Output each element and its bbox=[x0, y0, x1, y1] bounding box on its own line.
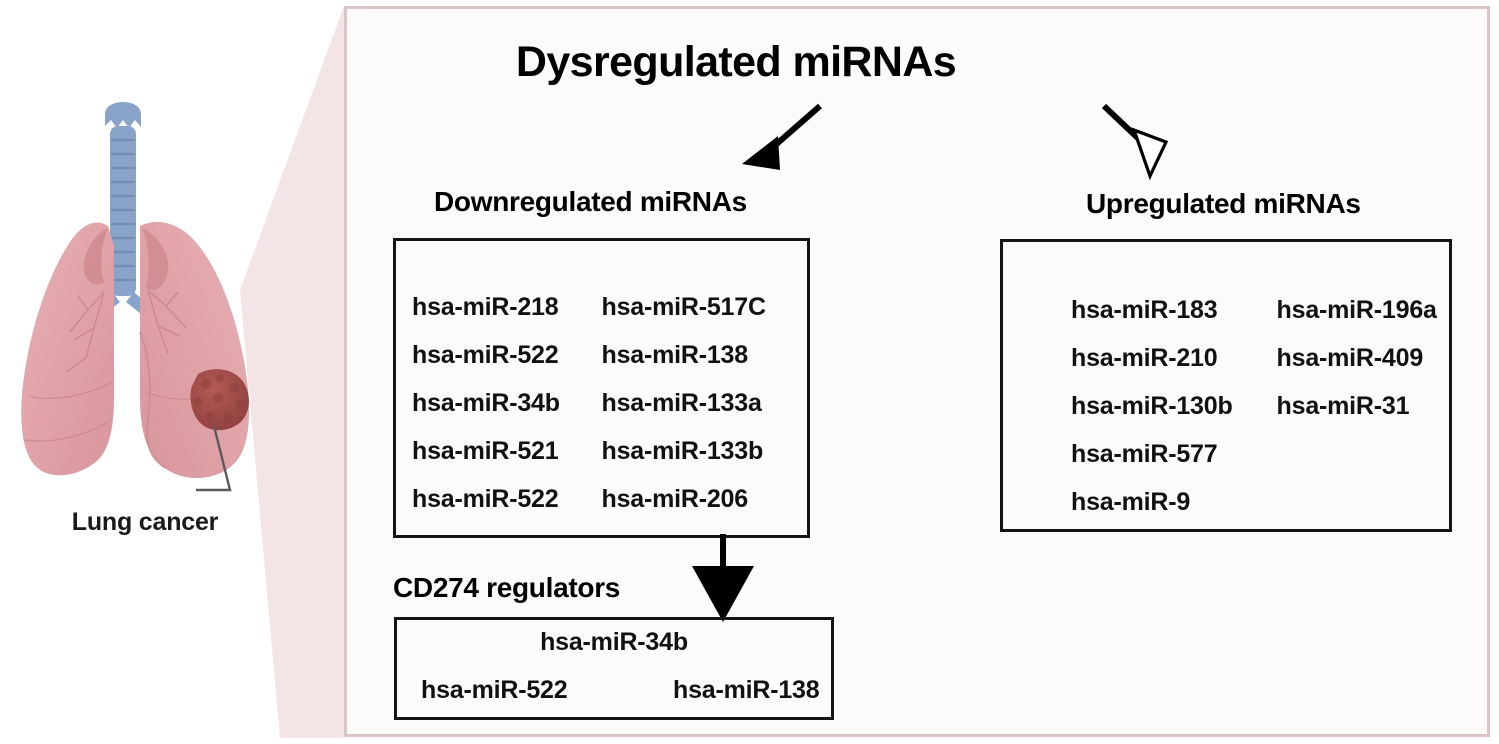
left-lung-shape bbox=[21, 222, 115, 476]
mirna-item bbox=[1233, 430, 1449, 478]
downregulated-heading: Downregulated miRNAs bbox=[434, 186, 747, 217]
panel-title: Dysregulated miRNAs bbox=[515, 38, 957, 86]
mirna-item: hsa-miR-196a bbox=[1276, 296, 1437, 324]
mirna-item: hsa-miR-133b bbox=[601, 437, 764, 465]
mirna-item: hsa-miR-577 bbox=[1071, 440, 1218, 468]
mirna-item: hsa-miR-34b bbox=[540, 628, 688, 656]
lung-anatomy-icon bbox=[21, 102, 250, 492]
arrow-to-downregulated-icon bbox=[742, 103, 822, 170]
tumor-nodule-icon bbox=[190, 369, 249, 431]
lung-illustration bbox=[0, 96, 300, 566]
mirna-item: hsa-miR-206 bbox=[601, 485, 749, 513]
mirna-item: hsa-miR-183 bbox=[1071, 296, 1218, 324]
mirna-item: hsa-miR-522 bbox=[412, 485, 559, 513]
mirna-item: hsa-miR-9 bbox=[1071, 488, 1191, 516]
mirna-item: hsa-miR-218 bbox=[412, 293, 559, 321]
mirna-item: hsa-miR-138 bbox=[601, 341, 749, 369]
mirna-item: hsa-miR-521 bbox=[412, 437, 559, 465]
mirna-item: hsa-miR-31 bbox=[1276, 392, 1410, 420]
mirna-item: hsa-miR-522 bbox=[412, 341, 559, 369]
cd274-regulators-heading: CD274 regulators bbox=[393, 572, 621, 603]
upregulated-mirna-grid: hsa-miR-183 hsa-miR-196a hsa-miR-210 hsa… bbox=[1003, 242, 1449, 529]
mirna-item: hsa-miR-517C bbox=[601, 293, 767, 321]
mirna-item: hsa-miR-210 bbox=[1071, 344, 1218, 372]
upregulated-heading: Upregulated miRNAs bbox=[1086, 188, 1361, 219]
mirna-item: hsa-miR-409 bbox=[1276, 344, 1424, 372]
mirna-item: hsa-miR-130b bbox=[1071, 392, 1233, 420]
upregulated-mirna-box: hsa-miR-183 hsa-miR-196a hsa-miR-210 hsa… bbox=[1000, 239, 1452, 532]
cd274-items: hsa-miR-34b hsa-miR-522 hsa-miR-138 bbox=[397, 620, 831, 717]
cd274-regulators-box: hsa-miR-34b hsa-miR-522 hsa-miR-138 bbox=[394, 617, 834, 720]
trachea-icon bbox=[92, 102, 154, 318]
arrow-to-cd274-icon bbox=[692, 534, 754, 622]
mirna-item: hsa-miR-138 bbox=[673, 676, 820, 704]
mirna-item bbox=[1233, 478, 1449, 526]
arrow-to-upregulated-icon bbox=[1101, 103, 1169, 181]
mirna-item: hsa-miR-34b bbox=[412, 389, 560, 417]
mirna-item: hsa-miR-133a bbox=[601, 389, 762, 417]
dysregulated-mirna-panel bbox=[344, 6, 1490, 737]
title-branch-arrows bbox=[742, 103, 1169, 181]
mirna-item: hsa-miR-522 bbox=[421, 676, 568, 704]
tumor-leader-line bbox=[196, 425, 232, 492]
downregulated-mirna-grid: hsa-miR-218 hsa-miR-517C hsa-miR-522 hsa… bbox=[396, 241, 807, 535]
lung-cancer-caption: Lung cancer bbox=[71, 508, 219, 536]
downregulated-mirna-box: hsa-miR-218 hsa-miR-517C hsa-miR-522 hsa… bbox=[393, 238, 810, 538]
